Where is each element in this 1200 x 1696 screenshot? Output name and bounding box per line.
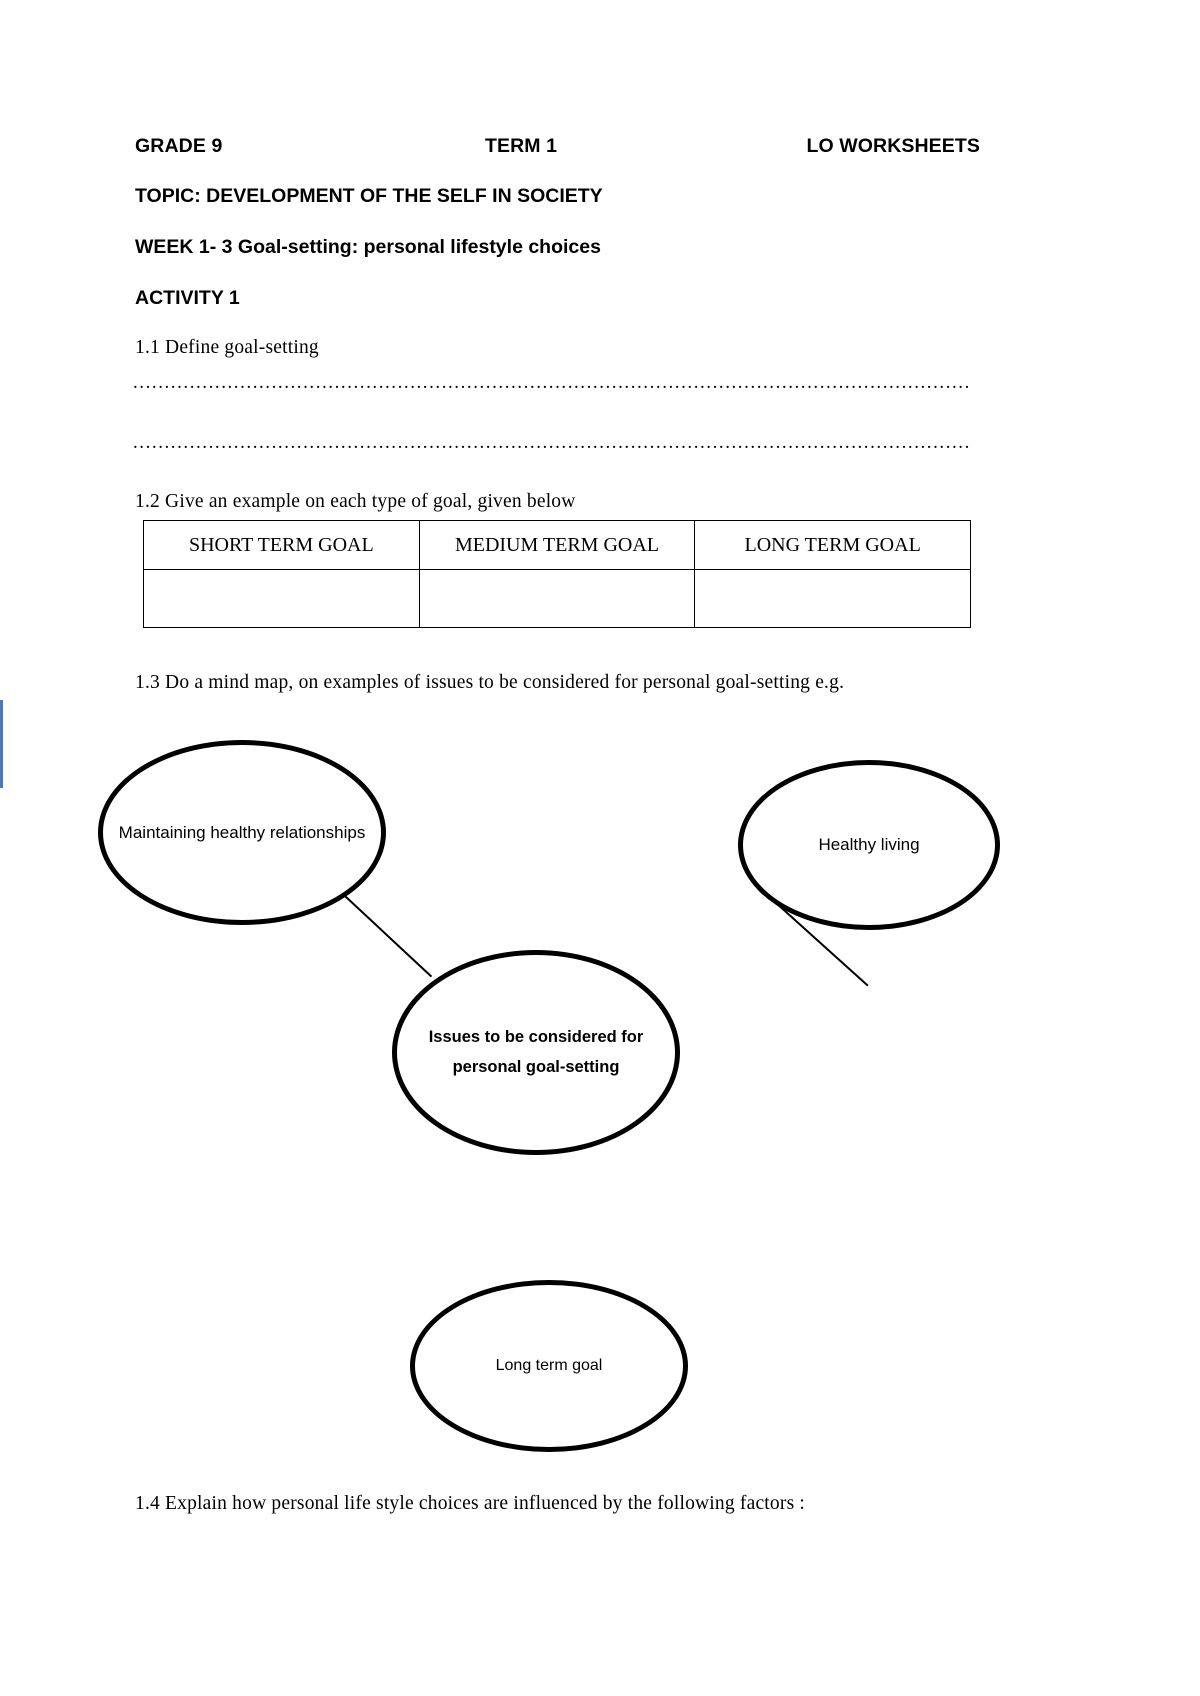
- page-header: GRADE 9 TERM 1 LO WORKSHEETS: [135, 135, 980, 158]
- table-header-long-term: LONG TERM GOAL: [694, 520, 971, 570]
- week-line: WEEK 1- 3 Goal-setting: personal lifesty…: [135, 236, 601, 258]
- connector-center-to-long-term: [0, 700, 3, 788]
- table-cell-long-term[interactable]: [694, 569, 971, 628]
- question-1-4: 1.4 Explain how personal life style choi…: [135, 1493, 806, 1514]
- goal-types-table: SHORT TERM GOAL MEDIUM TERM GOAL LONG TE…: [143, 520, 971, 628]
- table-cell-short-term[interactable]: [143, 569, 420, 628]
- question-1-3: 1.3 Do a mind map, on examples of issues…: [135, 672, 845, 693]
- header-grade: GRADE 9: [135, 135, 223, 157]
- connector-relationships-to-center: [338, 890, 433, 978]
- table-cell-medium-term[interactable]: [418, 569, 696, 628]
- question-1-1: 1.1 Define goal-setting: [135, 337, 319, 358]
- answer-line-1: ........................................…: [133, 372, 971, 393]
- mindmap-node-relationships-label: Maintaining healthy relationships: [118, 822, 366, 842]
- mindmap-node-healthy-living: Healthy living: [738, 760, 1000, 930]
- header-worksheets: LO WORKSHEETS: [806, 135, 980, 157]
- table-row: [143, 569, 971, 628]
- mind-map-diagram: Maintaining healthy relationships Health…: [0, 700, 1200, 1520]
- mindmap-node-long-term-goal: Long term goal: [410, 1280, 688, 1452]
- topic-line: TOPIC: DEVELOPMENT OF THE SELF IN SOCIET…: [135, 185, 603, 207]
- question-1-2: 1.2 Give an example on each type of goal…: [135, 491, 576, 512]
- mindmap-node-relationships: Maintaining healthy relationships: [98, 740, 386, 925]
- activity-heading: ACTIVITY 1: [135, 287, 240, 309]
- table-header-row: SHORT TERM GOAL MEDIUM TERM GOAL LONG TE…: [143, 520, 971, 570]
- mindmap-node-center-label: Issues to be considered for personal goa…: [428, 1028, 644, 1076]
- answer-line-2: ........................................…: [133, 432, 971, 453]
- mindmap-node-healthy-living-label: Healthy living: [818, 835, 920, 855]
- header-term: TERM 1: [485, 135, 558, 157]
- mindmap-node-long-term-goal-label: Long term goal: [495, 1357, 603, 1375]
- table-header-medium-term: MEDIUM TERM GOAL: [418, 520, 696, 570]
- mindmap-node-center: Issues to be considered for personal goa…: [392, 950, 680, 1155]
- table-header-short-term: SHORT TERM GOAL: [143, 520, 420, 570]
